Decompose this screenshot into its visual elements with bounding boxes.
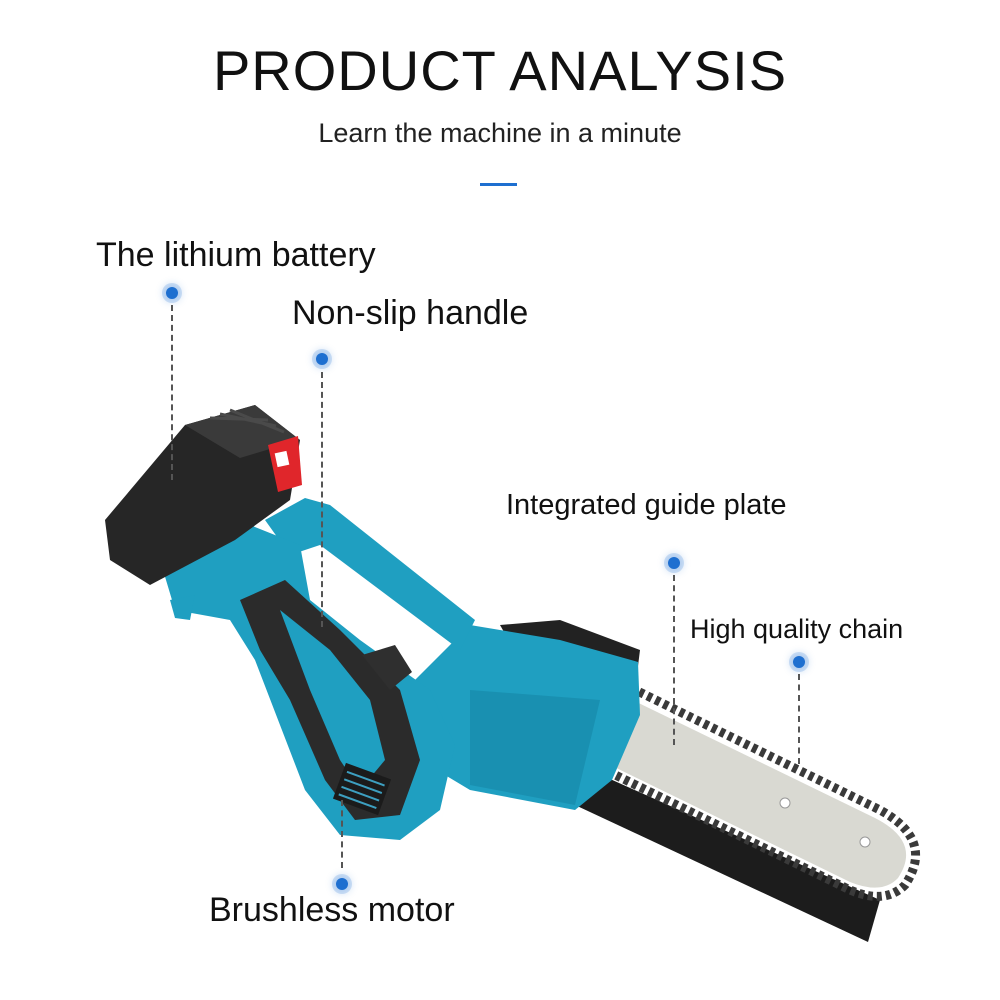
guide-bar: [600, 690, 907, 888]
page-subtitle: Learn the machine in a minute: [318, 118, 682, 148]
battery-ribs: [209, 408, 285, 434]
saw-chain: [589, 673, 921, 901]
marker-dot-battery: [166, 287, 178, 299]
label-brushless-motor: Brushless motor: [209, 891, 455, 929]
guide-bar-rivet: [859, 836, 871, 848]
label-non-slip-handle: Non-slip handle: [292, 294, 529, 332]
label-high-quality-chain: High quality chain: [690, 614, 904, 644]
page-title: PRODUCT ANALYSIS: [212, 39, 788, 102]
top-handle-frame: [265, 498, 475, 650]
marker-dot-handle: [316, 353, 328, 365]
marker-dot-motor: [336, 878, 348, 890]
title-accent-bar: [480, 183, 517, 186]
label-integrated-guide-plate: Integrated guide plate: [506, 489, 787, 521]
trigger: [362, 645, 412, 690]
marker-dot-guide-plate: [668, 557, 680, 569]
motor-body-shade: [470, 690, 600, 805]
label-lithium-battery: The lithium battery: [96, 236, 376, 274]
leader-line-motor: [341, 800, 343, 868]
leader-line-battery: [171, 305, 173, 480]
leader-line-handle: [321, 372, 323, 627]
leader-line-guide-plate: [673, 575, 675, 745]
battery-lock-slot: [274, 450, 290, 468]
guide-bar-rivet: [779, 797, 791, 809]
leader-line-chain: [798, 674, 800, 764]
front-hook: [170, 595, 195, 620]
motor-vent: [332, 762, 392, 816]
marker-dot-chain: [793, 656, 805, 668]
guide-bar-edge: [575, 770, 880, 942]
grip-inset: [280, 610, 385, 790]
